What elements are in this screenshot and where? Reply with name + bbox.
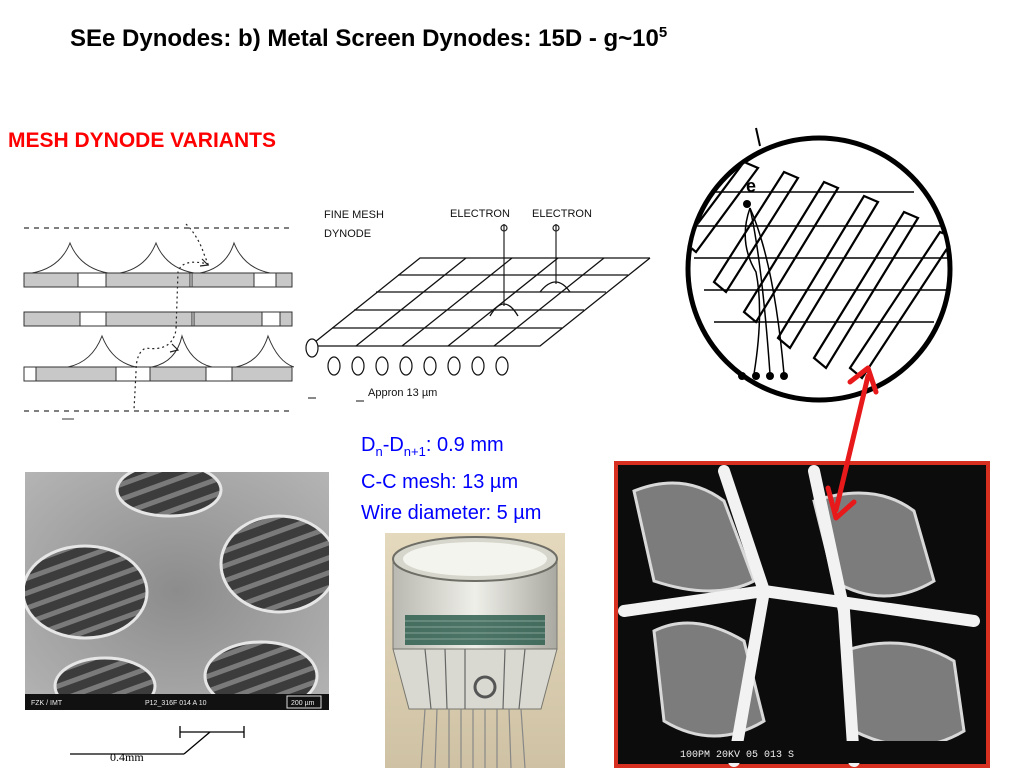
dynode-label: DYNODE [324, 228, 371, 240]
slide-title-text: SEe Dynodes: b) Metal Screen Dynodes: 15… [70, 25, 659, 52]
spec-mesh-pitch: C-C mesh: 13 µm [361, 471, 519, 493]
photomultiplier-tube-photo [385, 533, 565, 768]
closeup-electron-label: e [746, 176, 756, 196]
sem-left-footer-id: P12_316F 014 A 10 [145, 700, 207, 707]
sem-right-footer: 100PM 20KV 05 013 S [680, 750, 794, 761]
spec-wire-diameter: Wire diameter: 5 µm [361, 502, 542, 524]
scale-note-text: 0.4mm [110, 750, 144, 764]
dynode-specs: Dn-Dn+1: 0.9 mm C-C mesh: 13 µm Wire dia… [361, 430, 541, 529]
section-subtitle: MESH DYNODE VARIANTS [8, 129, 276, 152]
scale-bar-note: 0.4mm [70, 726, 245, 764]
spec-dynode-spacing: Dn-Dn+1: 0.9 mm [361, 430, 541, 467]
sem-left-footer-scale: 200 µm [291, 700, 315, 707]
approx-mesh-label: Appron 13 µm [368, 387, 437, 399]
sem-mesh-image-right: 100PM 20KV 05 013 S [614, 461, 990, 768]
mesh-closeup-circle: e [685, 127, 953, 403]
sem-mesh-image-left: FZK / IMT P12_316F 014 A 10 200 µm [25, 472, 329, 710]
spec-spacing-value: : 0.9 mm [425, 434, 504, 456]
mesh-cross-section-diagram [23, 223, 294, 420]
spec-sub-n1: n+1 [403, 444, 426, 459]
electron-label-1: ELECTRON [450, 208, 510, 220]
spec-d: D [361, 434, 376, 456]
slide-title: SEe Dynodes: b) Metal Screen Dynodes: 15… [70, 24, 667, 53]
fine-mesh-dynode-drawing: FINE MESH DYNODE ELECTRON ELECTRON Appro… [305, 208, 651, 402]
red-double-arrow [825, 365, 879, 521]
slide-title-exponent: 5 [658, 24, 668, 41]
spec-d2: -D [382, 434, 404, 456]
electron-label-2: ELECTRON [532, 208, 592, 220]
sem-left-footer-org: FZK / IMT [31, 700, 63, 707]
spec-sub-n: n [375, 444, 383, 459]
fine-mesh-label: FINE MESH [324, 209, 384, 221]
